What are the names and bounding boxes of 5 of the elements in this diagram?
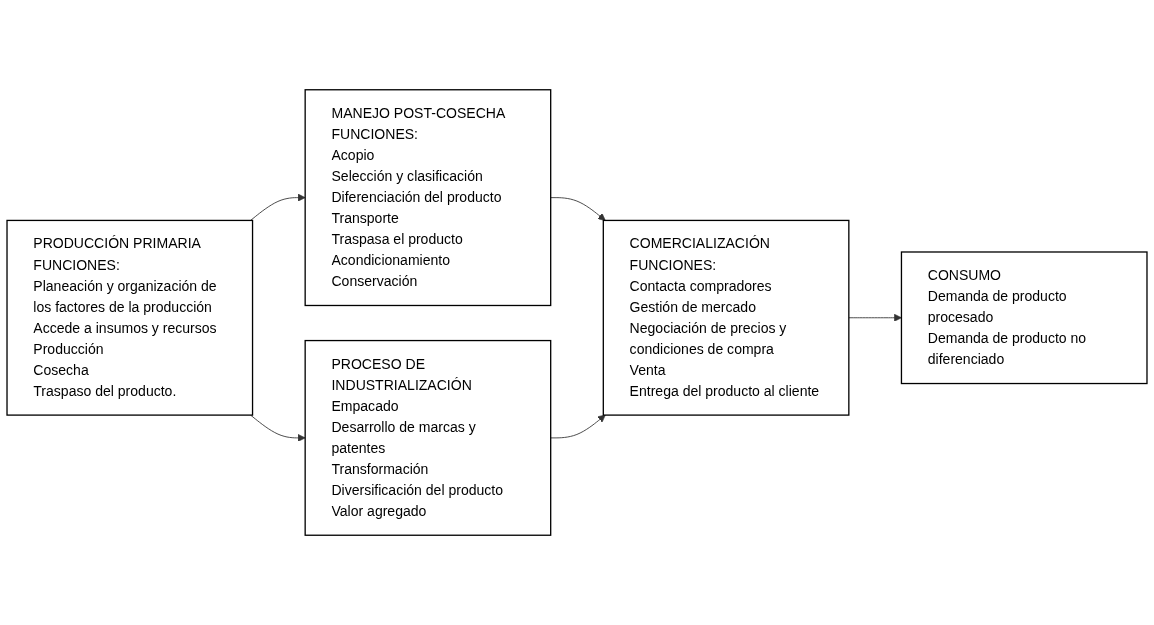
node-box: COMERCIALIZACIÓN FUNCIONES: Contacta compradores Gestión de mercado Negociación de precios y condiciones de compra Venta Entrega del producto al cliente (602, 219, 850, 416)
node-box: PROCESO DE INDUSTRIALIZACIÓN Empacado Desarrollo de marcas y patentes Transformación Diversificación del producto Valor agregado (304, 339, 552, 536)
node-box: MANEJO POST-COSECHA FUNCIONES: Acopio Selección y clasificación Diferenciación del producto Transporte Traspasa el producto Acondicionamiento Conservación (304, 89, 552, 307)
node-box: CONSUMO Demanda de producto procesado Demanda de producto no diferenciado (900, 251, 1148, 385)
node-box: PRODUCCIÓN PRIMARIA FUNCIONES: Planeación y organización de los factores de la producción Accede a insumos y recursos Producción Cosecha Traspaso del producto. (6, 219, 254, 416)
